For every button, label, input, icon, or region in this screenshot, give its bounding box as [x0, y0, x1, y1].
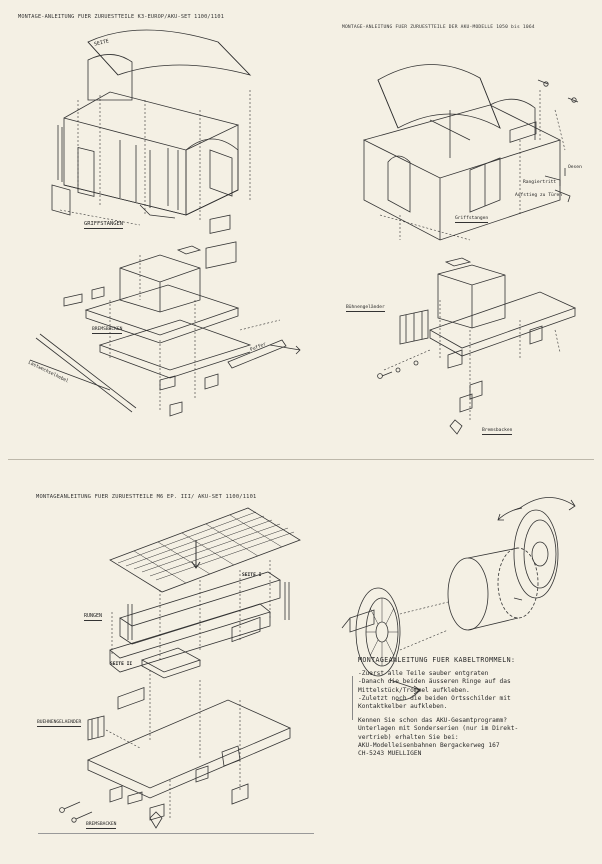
kabel-info-line: AKU-Modelleisenbahnen Bergackerweg 167 — [358, 741, 500, 749]
label-buehnengelaender-q3: BUEHNENGELAENDER — [37, 720, 82, 727]
kabel-info-line: Kennen Sie schon das AKU-Gesamtprogramm? — [358, 717, 508, 725]
kabel-step: Mittelstück/Trommel aufkleben. — [358, 686, 470, 694]
kabel-step: -Danach die beiden äusseren Ringe auf da… — [358, 678, 511, 686]
instructions-margin-bar — [352, 676, 353, 720]
label-bremsbacken-q2: Bremsbacken — [482, 428, 513, 435]
kabel-info-line: CH-5243 MUELLIGEN — [358, 750, 422, 758]
label-griffstangen: GRIFFSTANGEN — [84, 221, 123, 229]
label-bremsbacken-q1: BREMSBACKEN — [92, 327, 123, 334]
kabel-step: Kontaktkelber aufkleben. — [358, 703, 448, 711]
label-rangiertritt: Rangiertritt — [523, 180, 557, 185]
label-seite-1: SEITE I — [242, 573, 262, 578]
kabel-info-line: vertrieb) erhalten Sie bei: — [358, 733, 459, 741]
label-oesen: Oesen — [568, 165, 582, 170]
title-m6: MONTAGEANLEITUNG FUER ZURUESTTEILE M6 EP… — [36, 494, 257, 500]
label-bremsbacken-q3: BREMSBACKEN — [86, 822, 117, 829]
title-k3-europ: MONTAGE-ANLEITUNG FUER ZURUESTTEILE K3-E… — [18, 14, 225, 20]
bottom-rule — [38, 833, 314, 834]
kabel-step: -Zuerst alle Teile sauber entgraten — [358, 670, 489, 678]
title-aku-modelle: MONTAGE-ANLEITUNG FUER ZURUESTTEILE DER … — [342, 25, 535, 30]
kabel-step: -Zuletzt noch die beiden Ortsschilder mi… — [358, 694, 511, 702]
kabel-info-line: Unterlagen mit Sonderserien (nur im Dire… — [358, 725, 519, 733]
section-divider — [8, 459, 594, 460]
kabeltrommel-instructions: MONTAGEANLEITUNG FUER KABELTROMMELN: -Zu… — [358, 656, 518, 758]
label-buehnengelaender-q2: Bühnengeländer — [346, 305, 385, 312]
label-rungen: RUNGEN — [84, 613, 103, 621]
label-griffstangen-q2: Griffstangen — [455, 216, 489, 223]
label-seite-2: SEITE II — [110, 662, 133, 667]
kabel-heading: MONTAGEANLEITUNG FUER KABELTROMMELN: — [358, 656, 516, 664]
label-aufstieg-zu-tueren: Aufstieg zu Türen — [515, 193, 563, 198]
